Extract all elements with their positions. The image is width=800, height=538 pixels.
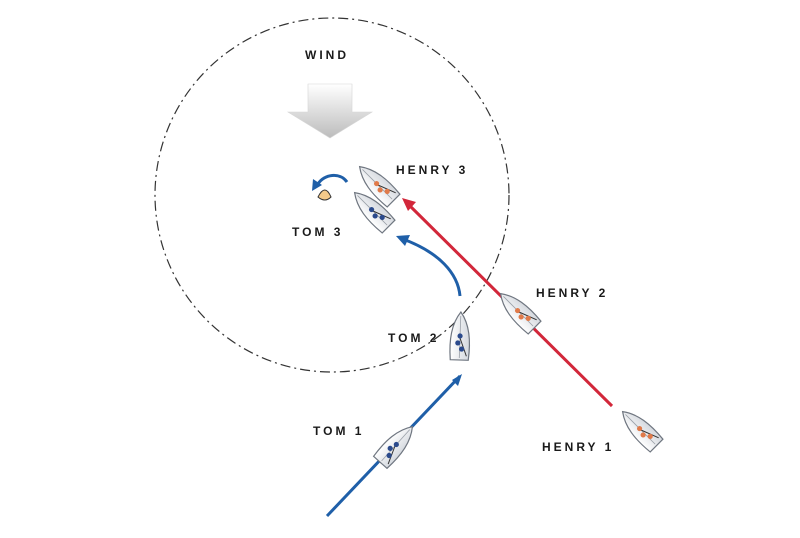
triangle-mark-icon — [317, 189, 332, 201]
rounding-arrow — [312, 174, 349, 191]
wind-label: WIND — [305, 48, 349, 62]
sailboat-icon — [493, 286, 543, 336]
sailboat-icon — [352, 159, 402, 209]
tom-1-label: TOM 1 — [313, 424, 365, 438]
down-arrow-icon — [286, 83, 374, 139]
sailboat-icon — [347, 185, 397, 235]
sailboat-icon — [448, 311, 472, 361]
henry-2-label: HENRY 2 — [536, 286, 609, 300]
henry-1-label: HENRY 1 — [542, 440, 615, 454]
tom-3-label: TOM 3 — [292, 225, 344, 239]
sailboat-icon — [615, 404, 665, 454]
henry-3-label: HENRY 3 — [396, 163, 469, 177]
sailboat-icon — [372, 419, 421, 470]
tom-path — [325, 235, 462, 518]
tom-2-label: TOM 2 — [388, 331, 440, 345]
zone-circle — [154, 17, 510, 373]
